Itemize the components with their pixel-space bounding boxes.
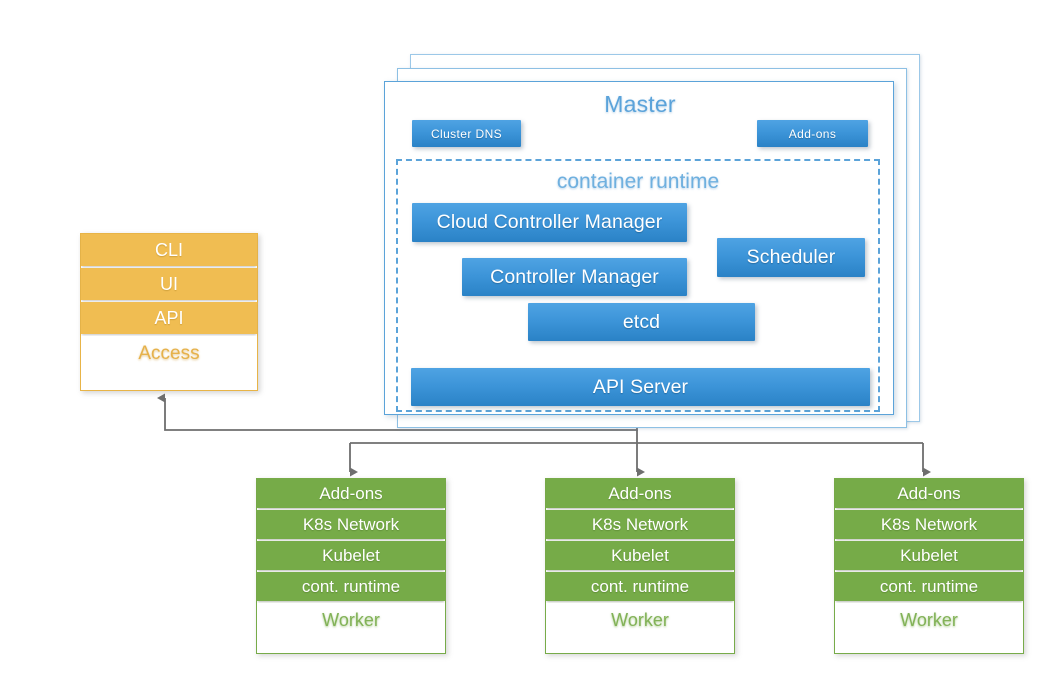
api-server-box[interactable]: API Server (411, 368, 870, 406)
worker-3-row-kubelet[interactable]: Kubelet (835, 541, 1023, 570)
worker-1-row-cont-runtime[interactable]: cont. runtime (257, 572, 445, 601)
access-label: Access (81, 336, 257, 372)
worker-1-row-kubelet[interactable]: Kubelet (257, 541, 445, 570)
access-row-ui[interactable]: UI (81, 268, 257, 300)
scheduler-box[interactable]: Scheduler (717, 238, 865, 277)
worker-node-3[interactable]: Add-ons K8s Network Kubelet cont. runtim… (834, 478, 1024, 654)
etcd-box[interactable]: etcd (528, 303, 755, 341)
master-addons-chip[interactable]: Add-ons (757, 120, 868, 147)
access-row-cli[interactable]: CLI (81, 234, 257, 266)
worker-3-row-k8s-network[interactable]: K8s Network (835, 510, 1023, 539)
access-row-api[interactable]: API (81, 302, 257, 334)
cloud-controller-manager-box[interactable]: Cloud Controller Manager (412, 203, 687, 242)
worker-1-row-k8s-network[interactable]: K8s Network (257, 510, 445, 539)
worker-3-label: Worker (835, 603, 1023, 637)
worker-1-row-addons[interactable]: Add-ons (257, 479, 445, 508)
worker-2-row-cont-runtime[interactable]: cont. runtime (546, 572, 734, 601)
container-runtime-region: container runtime (396, 159, 880, 412)
worker-2-row-k8s-network[interactable]: K8s Network (546, 510, 734, 539)
master-title: Master (604, 91, 676, 117)
controller-manager-box[interactable]: Controller Manager (462, 258, 687, 296)
worker-2-row-kubelet[interactable]: Kubelet (546, 541, 734, 570)
worker-2-row-addons[interactable]: Add-ons (546, 479, 734, 508)
worker-node-1[interactable]: Add-ons K8s Network Kubelet cont. runtim… (256, 478, 446, 654)
worker-node-2[interactable]: Add-ons K8s Network Kubelet cont. runtim… (545, 478, 735, 654)
container-runtime-title: container runtime (556, 170, 720, 193)
worker-3-row-cont-runtime[interactable]: cont. runtime (835, 572, 1023, 601)
access-stack[interactable]: CLI UI API Access (80, 233, 258, 391)
cluster-dns-chip[interactable]: Cluster DNS (412, 120, 521, 147)
worker-3-row-addons[interactable]: Add-ons (835, 479, 1023, 508)
worker-1-label: Worker (257, 603, 445, 637)
worker-2-label: Worker (546, 603, 734, 637)
